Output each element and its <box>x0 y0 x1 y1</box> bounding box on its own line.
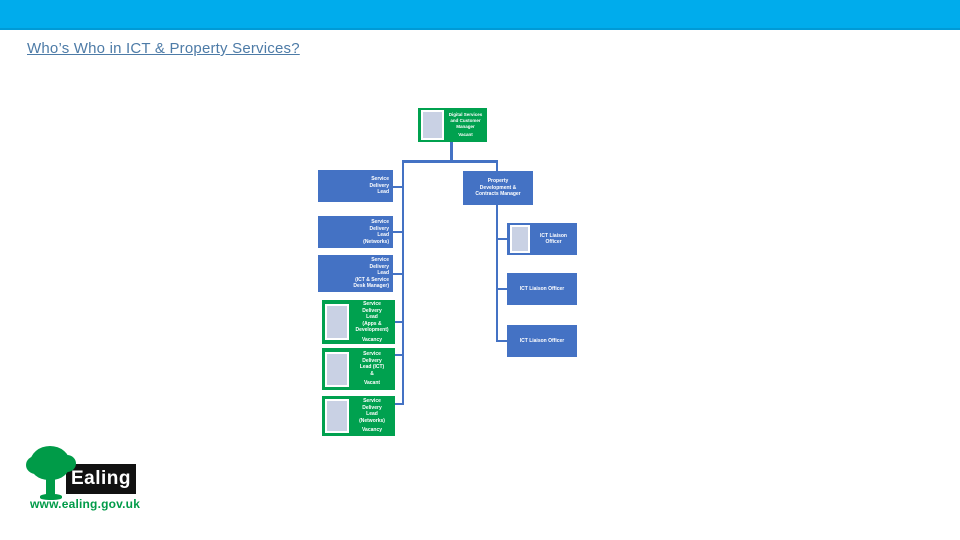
node-title: Service Delivery Lead (Networks) <box>359 398 385 424</box>
org-node: Service Delivery Lead <box>318 170 393 202</box>
org-node: Service Delivery Lead (Apps & Developmen… <box>322 300 395 344</box>
photo-placeholder <box>325 304 349 340</box>
page-title[interactable]: Who’s Who in ICT & Property Services? <box>27 40 300 57</box>
connector-line <box>402 160 498 163</box>
connector-line <box>496 160 498 171</box>
org-node: Service Delivery Lead (Networks) <box>318 216 393 248</box>
org-node: ICT Liaison Officer <box>507 223 577 255</box>
connector-line <box>393 273 402 275</box>
node-title: ICT Liaison Officer <box>540 232 567 246</box>
org-node: ICT Liaison Officer <box>507 273 577 305</box>
node-title: Service Delivery Lead (ICT) & <box>359 351 385 377</box>
org-node-right-manager: Property Development & Contracts Manager <box>463 171 533 205</box>
photo-placeholder <box>325 351 349 387</box>
top-accent-bar <box>0 0 960 30</box>
node-title: Service Delivery Lead <box>369 176 389 196</box>
connector-line <box>496 238 507 240</box>
node-status: Vacant <box>458 132 473 138</box>
org-node: Service Delivery Lead (ICT) & Vacant <box>322 348 395 390</box>
connector-line <box>496 205 498 342</box>
org-node: ICT Liaison Officer <box>507 325 577 357</box>
photo-placeholder <box>421 110 444 140</box>
node-title: ICT Liaison Officer <box>519 285 565 292</box>
photo-placeholder <box>510 225 530 253</box>
connector-line <box>395 321 402 323</box>
photo-placeholder <box>325 399 349 433</box>
connector-line <box>496 340 507 342</box>
node-title: ICT Liaison Officer <box>519 337 565 344</box>
connector-line <box>450 142 453 162</box>
ealing-logo: Ealing www.ealing.gov.uk <box>26 446 158 516</box>
node-status: Vacancy <box>361 427 383 434</box>
node-title: Service Delivery Lead (Networks) <box>363 219 389 245</box>
connector-line <box>496 288 507 290</box>
connector-line <box>395 354 402 356</box>
ealing-logo-box: Ealing <box>66 464 136 494</box>
connector-line <box>402 160 404 405</box>
ealing-website-url: www.ealing.gov.uk <box>30 497 141 511</box>
ealing-tree-icon <box>26 446 76 508</box>
node-title: Service Delivery Lead (ICT & Service Des… <box>353 257 389 290</box>
ealing-logo-text: Ealing <box>70 468 131 489</box>
connector-line <box>393 231 402 233</box>
org-node: Service Delivery Lead (Networks) Vacancy <box>322 396 395 436</box>
node-status: Vacancy <box>361 336 383 343</box>
org-node-root: Digital Services and Customer Manager Va… <box>418 108 487 142</box>
node-title: Property Development & Contracts Manager <box>475 178 521 198</box>
org-node: Service Delivery Lead (ICT & Service Des… <box>318 255 393 292</box>
connector-line <box>393 186 402 188</box>
connector-line <box>395 403 402 405</box>
node-title: Digital Services and Customer Manager <box>448 111 483 129</box>
node-title: Service Delivery Lead (Apps & Developmen… <box>355 301 389 333</box>
node-status: Vacant <box>363 380 381 387</box>
